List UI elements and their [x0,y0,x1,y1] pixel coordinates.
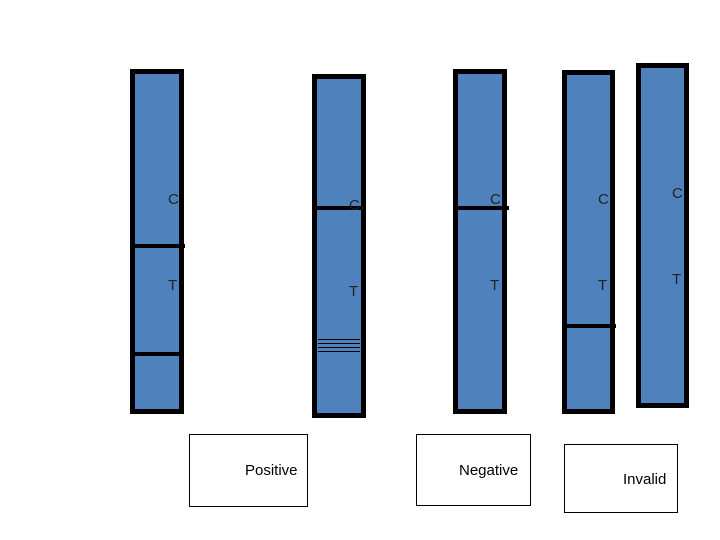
strip-2-c-marker: C [349,197,360,214]
strip-4-c-marker: C [598,191,609,208]
strip-3-t-marker: T [490,277,500,294]
strip-5-t-marker: T [672,271,682,288]
strip-1-t-marker: T [168,277,178,294]
strip-2-faint-test-line [318,351,360,352]
strip-1-control-line [135,244,185,248]
strip-3-control-line [458,206,509,210]
strip-5-c-marker: C [672,185,683,202]
test-strip-3 [453,69,507,414]
strip-2-control-line [317,206,361,210]
positive-label-box: Positive [189,434,308,507]
test-strip-1 [130,69,184,414]
invalid-label-box: Invalid [564,444,678,513]
test-strip-2 [312,74,366,418]
strip-2-faint-test-line [318,343,360,344]
test-strip-4 [562,70,615,414]
strip-4-control-line [567,324,616,328]
positive-label: Positive [245,462,298,479]
strip-1-test-line [135,352,179,356]
negative-label: Negative [459,462,519,479]
strip-2-faint-test-line [318,347,360,348]
test-strip-5 [636,63,689,408]
strip-2-t-marker: T [349,283,359,300]
strip-2-faint-test-line [318,339,360,340]
strip-1-c-marker: C [168,191,179,208]
negative-label-box: Negative [416,434,531,506]
strip-4-t-marker: T [598,277,608,294]
strip-3-c-marker: C [490,191,501,208]
invalid-label: Invalid [623,471,667,488]
